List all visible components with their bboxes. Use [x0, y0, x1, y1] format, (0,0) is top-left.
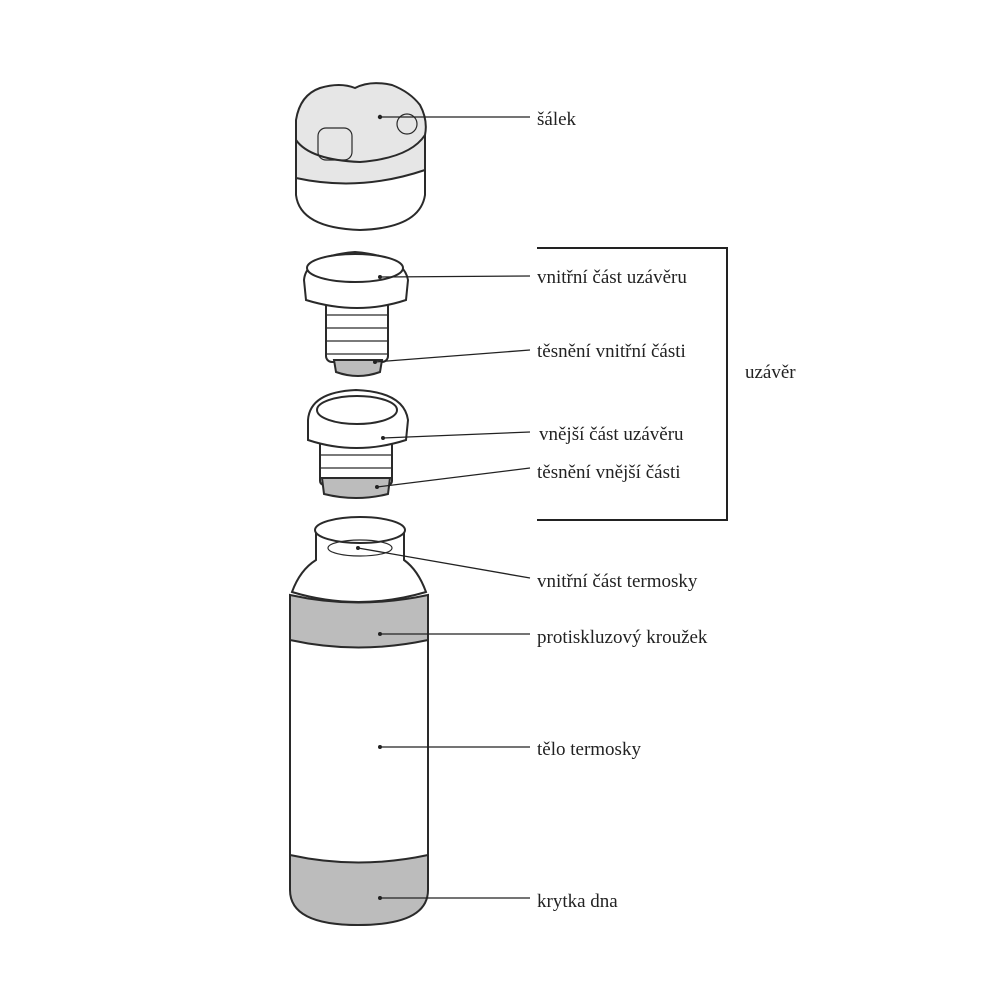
label-outer-cap: vnější část uzávěru	[539, 424, 684, 445]
label-bottom-cover: krytka dna	[537, 891, 618, 912]
cup-part	[295, 82, 427, 232]
outer-cap-part	[307, 388, 410, 499]
leader-flask-inner	[357, 547, 531, 579]
label-flask-body: tělo termosky	[537, 739, 641, 760]
leader-inner-gasket	[374, 349, 531, 363]
label-closure-group: uzávěr	[745, 362, 796, 383]
closure-bracket	[537, 247, 728, 521]
label-outer-gasket: těsnění vnější části	[537, 462, 681, 483]
label-inner-gasket: těsnění vnitřní části	[537, 341, 686, 362]
label-cup: šálek	[537, 109, 577, 130]
label-grip-ring: protiskluzový kroužek	[537, 627, 708, 648]
leader-outer-gasket	[376, 467, 531, 488]
leader-outer-cap	[382, 431, 531, 439]
label-flask-inner: vnitřní část termosky	[537, 571, 698, 592]
label-inner-cap: vnitřní část uzávěru	[537, 267, 687, 288]
flask-part	[289, 516, 429, 927]
inner-cap-part	[302, 250, 410, 377]
leader-inner-cap	[379, 275, 531, 278]
